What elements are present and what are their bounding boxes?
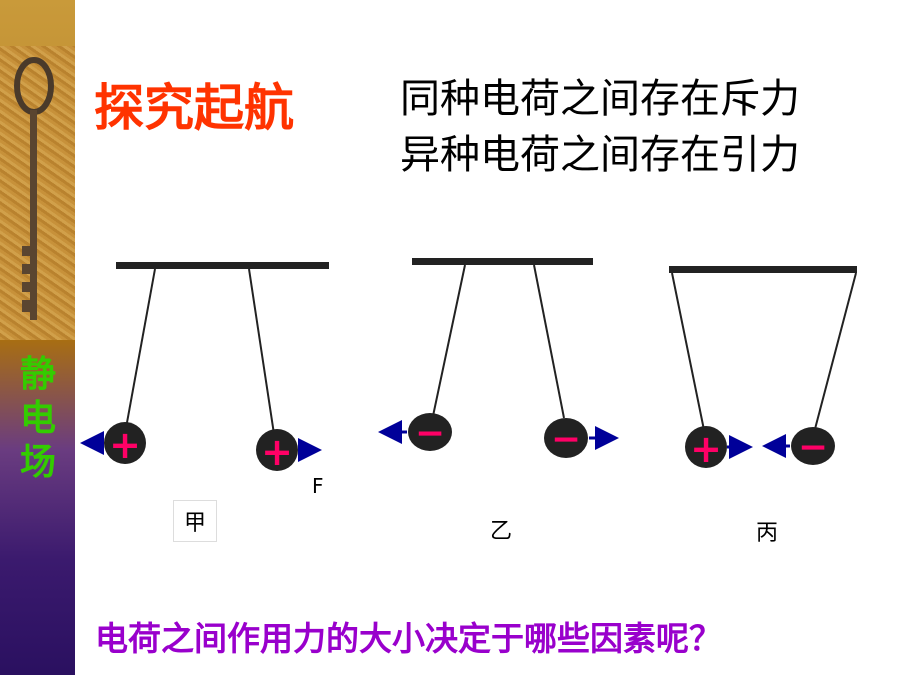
charge-sign: + [690, 427, 722, 471]
charge-sign: − [551, 419, 581, 460]
charged-ball [685, 426, 727, 468]
charge-sign: − [798, 427, 828, 468]
sidebar-title-char: 电 [19, 397, 56, 439]
support-bar [116, 262, 329, 269]
diagram-label-bing: 丙 [756, 521, 779, 546]
diagram-yi: − − [378, 258, 619, 460]
thread [671, 272, 705, 431]
thread [248, 268, 275, 435]
charged-ball [544, 418, 588, 458]
sidebar-title: 静 电 场 [8, 352, 68, 484]
charge-sign: + [109, 423, 141, 467]
sidebar-title-char: 静 [19, 353, 56, 395]
thread [432, 264, 466, 417]
key-icon [14, 57, 54, 320]
charge-sign: + [261, 430, 293, 474]
charge-sign: − [415, 413, 445, 454]
thread [125, 268, 156, 429]
force-label: F [312, 474, 324, 498]
key-picture [0, 46, 75, 340]
diagram-label-jia: 甲 [173, 500, 218, 542]
diagram-label-yi: 乙 [490, 519, 513, 544]
sidebar: 静 电 场 [0, 0, 75, 675]
thread [533, 264, 565, 419]
page-title: 探究起航 [94, 79, 294, 137]
charged-ball [408, 413, 452, 451]
rule-like-charges: 同种电荷之间存在斥力 [400, 76, 800, 122]
sidebar-title-char: 场 [19, 441, 56, 483]
support-bar [412, 258, 593, 265]
thread [814, 272, 857, 430]
diagram-jia: + + [80, 262, 329, 474]
charged-ball [104, 422, 146, 464]
question-text: 电荷之间作用力的大小决定于哪些因素呢？ [95, 619, 722, 658]
support-bar [669, 266, 857, 273]
charged-ball [256, 429, 298, 471]
rule-unlike-charges: 异种电荷之间存在引力 [400, 132, 800, 178]
charged-ball [791, 427, 835, 465]
diagram-bing: + − [669, 266, 857, 471]
